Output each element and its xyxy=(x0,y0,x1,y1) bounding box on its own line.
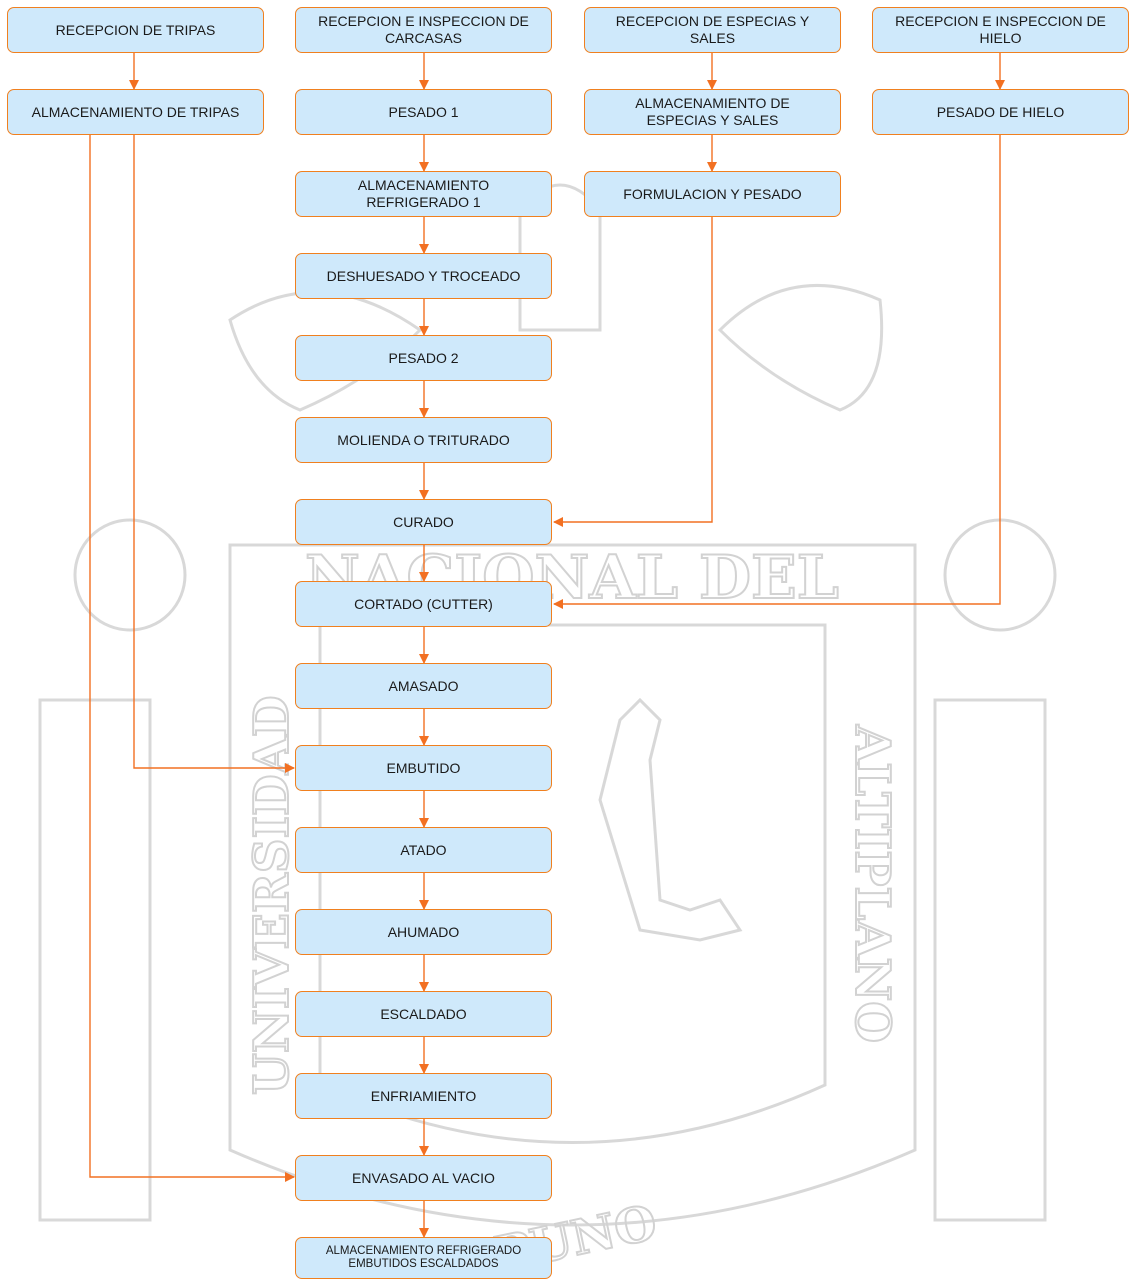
node-almacenamiento-tripas: ALMACENAMIENTO DE TRIPAS xyxy=(7,89,264,135)
seal-text-right: ALTIPLANO xyxy=(844,724,900,1043)
node-cortado: CORTADO (CUTTER) xyxy=(295,581,552,627)
node-ahumado: AHUMADO xyxy=(295,909,552,955)
node-recepcion-tripas: RECEPCION DE TRIPAS xyxy=(7,7,264,53)
node-recepcion-carcasas: RECEPCION E INSPECCION DE CARCASAS xyxy=(295,7,552,53)
arrow-tripas-to-embutido xyxy=(133,135,295,773)
seal-left-ornament xyxy=(73,518,187,632)
seal-right-pillar xyxy=(933,698,1047,1222)
node-almacenamiento-final: ALMACENAMIENTO REFRIGERADO EMBUTIDOS ESC… xyxy=(295,1237,552,1279)
arrow-tripas-to-envasado xyxy=(89,135,295,1182)
node-pesado-2: PESADO 2 xyxy=(295,335,552,381)
node-escaldado: ESCALDADO xyxy=(295,991,552,1037)
node-molienda: MOLIENDA O TRITURADO xyxy=(295,417,552,463)
seal-left-pillar xyxy=(38,698,152,1222)
seal-vicuna xyxy=(598,697,743,942)
node-envasado: ENVASADO AL VACIO xyxy=(295,1155,552,1201)
node-enfriamiento: ENFRIAMIENTO xyxy=(295,1073,552,1119)
node-pesado-hielo: PESADO DE HIELO xyxy=(872,89,1129,135)
node-deshuesado: DESHUESADO Y TROCEADO xyxy=(295,253,552,299)
arrow-pesado-hielo-to-cortado xyxy=(553,135,1001,609)
seal-condor-right xyxy=(717,283,884,412)
arrow-formulacion-to-curado xyxy=(553,217,713,527)
node-pesado-1: PESADO 1 xyxy=(295,89,552,135)
node-almacenamiento-especias: ALMACENAMIENTO DE ESPECIAS Y SALES xyxy=(584,89,841,135)
node-curado: CURADO xyxy=(295,499,552,545)
node-atado: ATADO xyxy=(295,827,552,873)
node-recepcion-especias: RECEPCION DE ESPECIAS Y SALES xyxy=(584,7,841,53)
seal-text-left: UNIVERSIDAD xyxy=(244,695,300,1095)
node-formulacion-pesado: FORMULACION Y PESADO xyxy=(584,171,841,217)
node-recepcion-hielo: RECEPCION E INSPECCION DE HIELO xyxy=(872,7,1129,53)
node-amasado: AMASADO xyxy=(295,663,552,709)
node-embutido: EMBUTIDO xyxy=(295,745,552,791)
node-almacenamiento-refrigerado-1: ALMACENAMIENTO REFRIGERADO 1 xyxy=(295,171,552,217)
